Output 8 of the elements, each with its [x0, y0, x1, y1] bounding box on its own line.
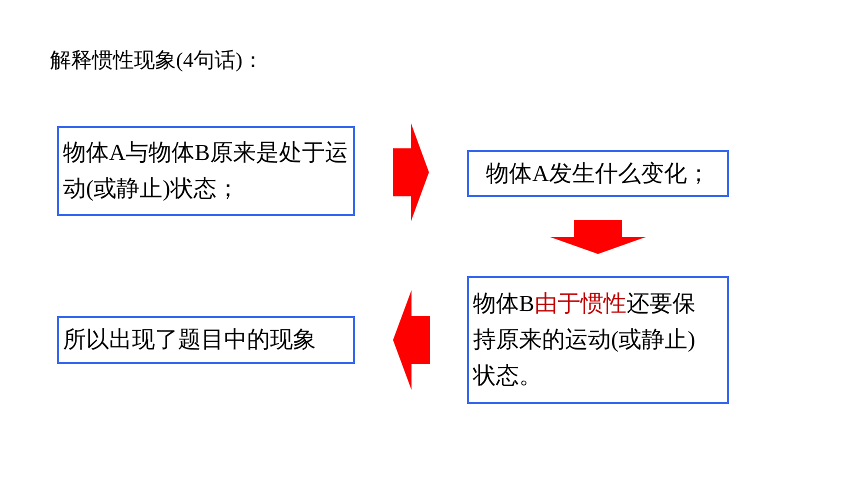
block-arrow: [550, 220, 646, 254]
text-box: 物体B由于惯性还要保持原来的运动(或静止)状态。: [467, 276, 729, 404]
text-box: 物体A发生什么变化；: [467, 150, 729, 197]
block-arrow: [393, 123, 429, 222]
title: 解释惯性现象(4句话)：: [50, 47, 264, 74]
text-box: 所以出现了题目中的现象: [57, 316, 355, 364]
text-box: 物体A与物体B原来是处于运动(或静止)状态；: [57, 126, 355, 216]
block-arrow: [393, 290, 430, 390]
